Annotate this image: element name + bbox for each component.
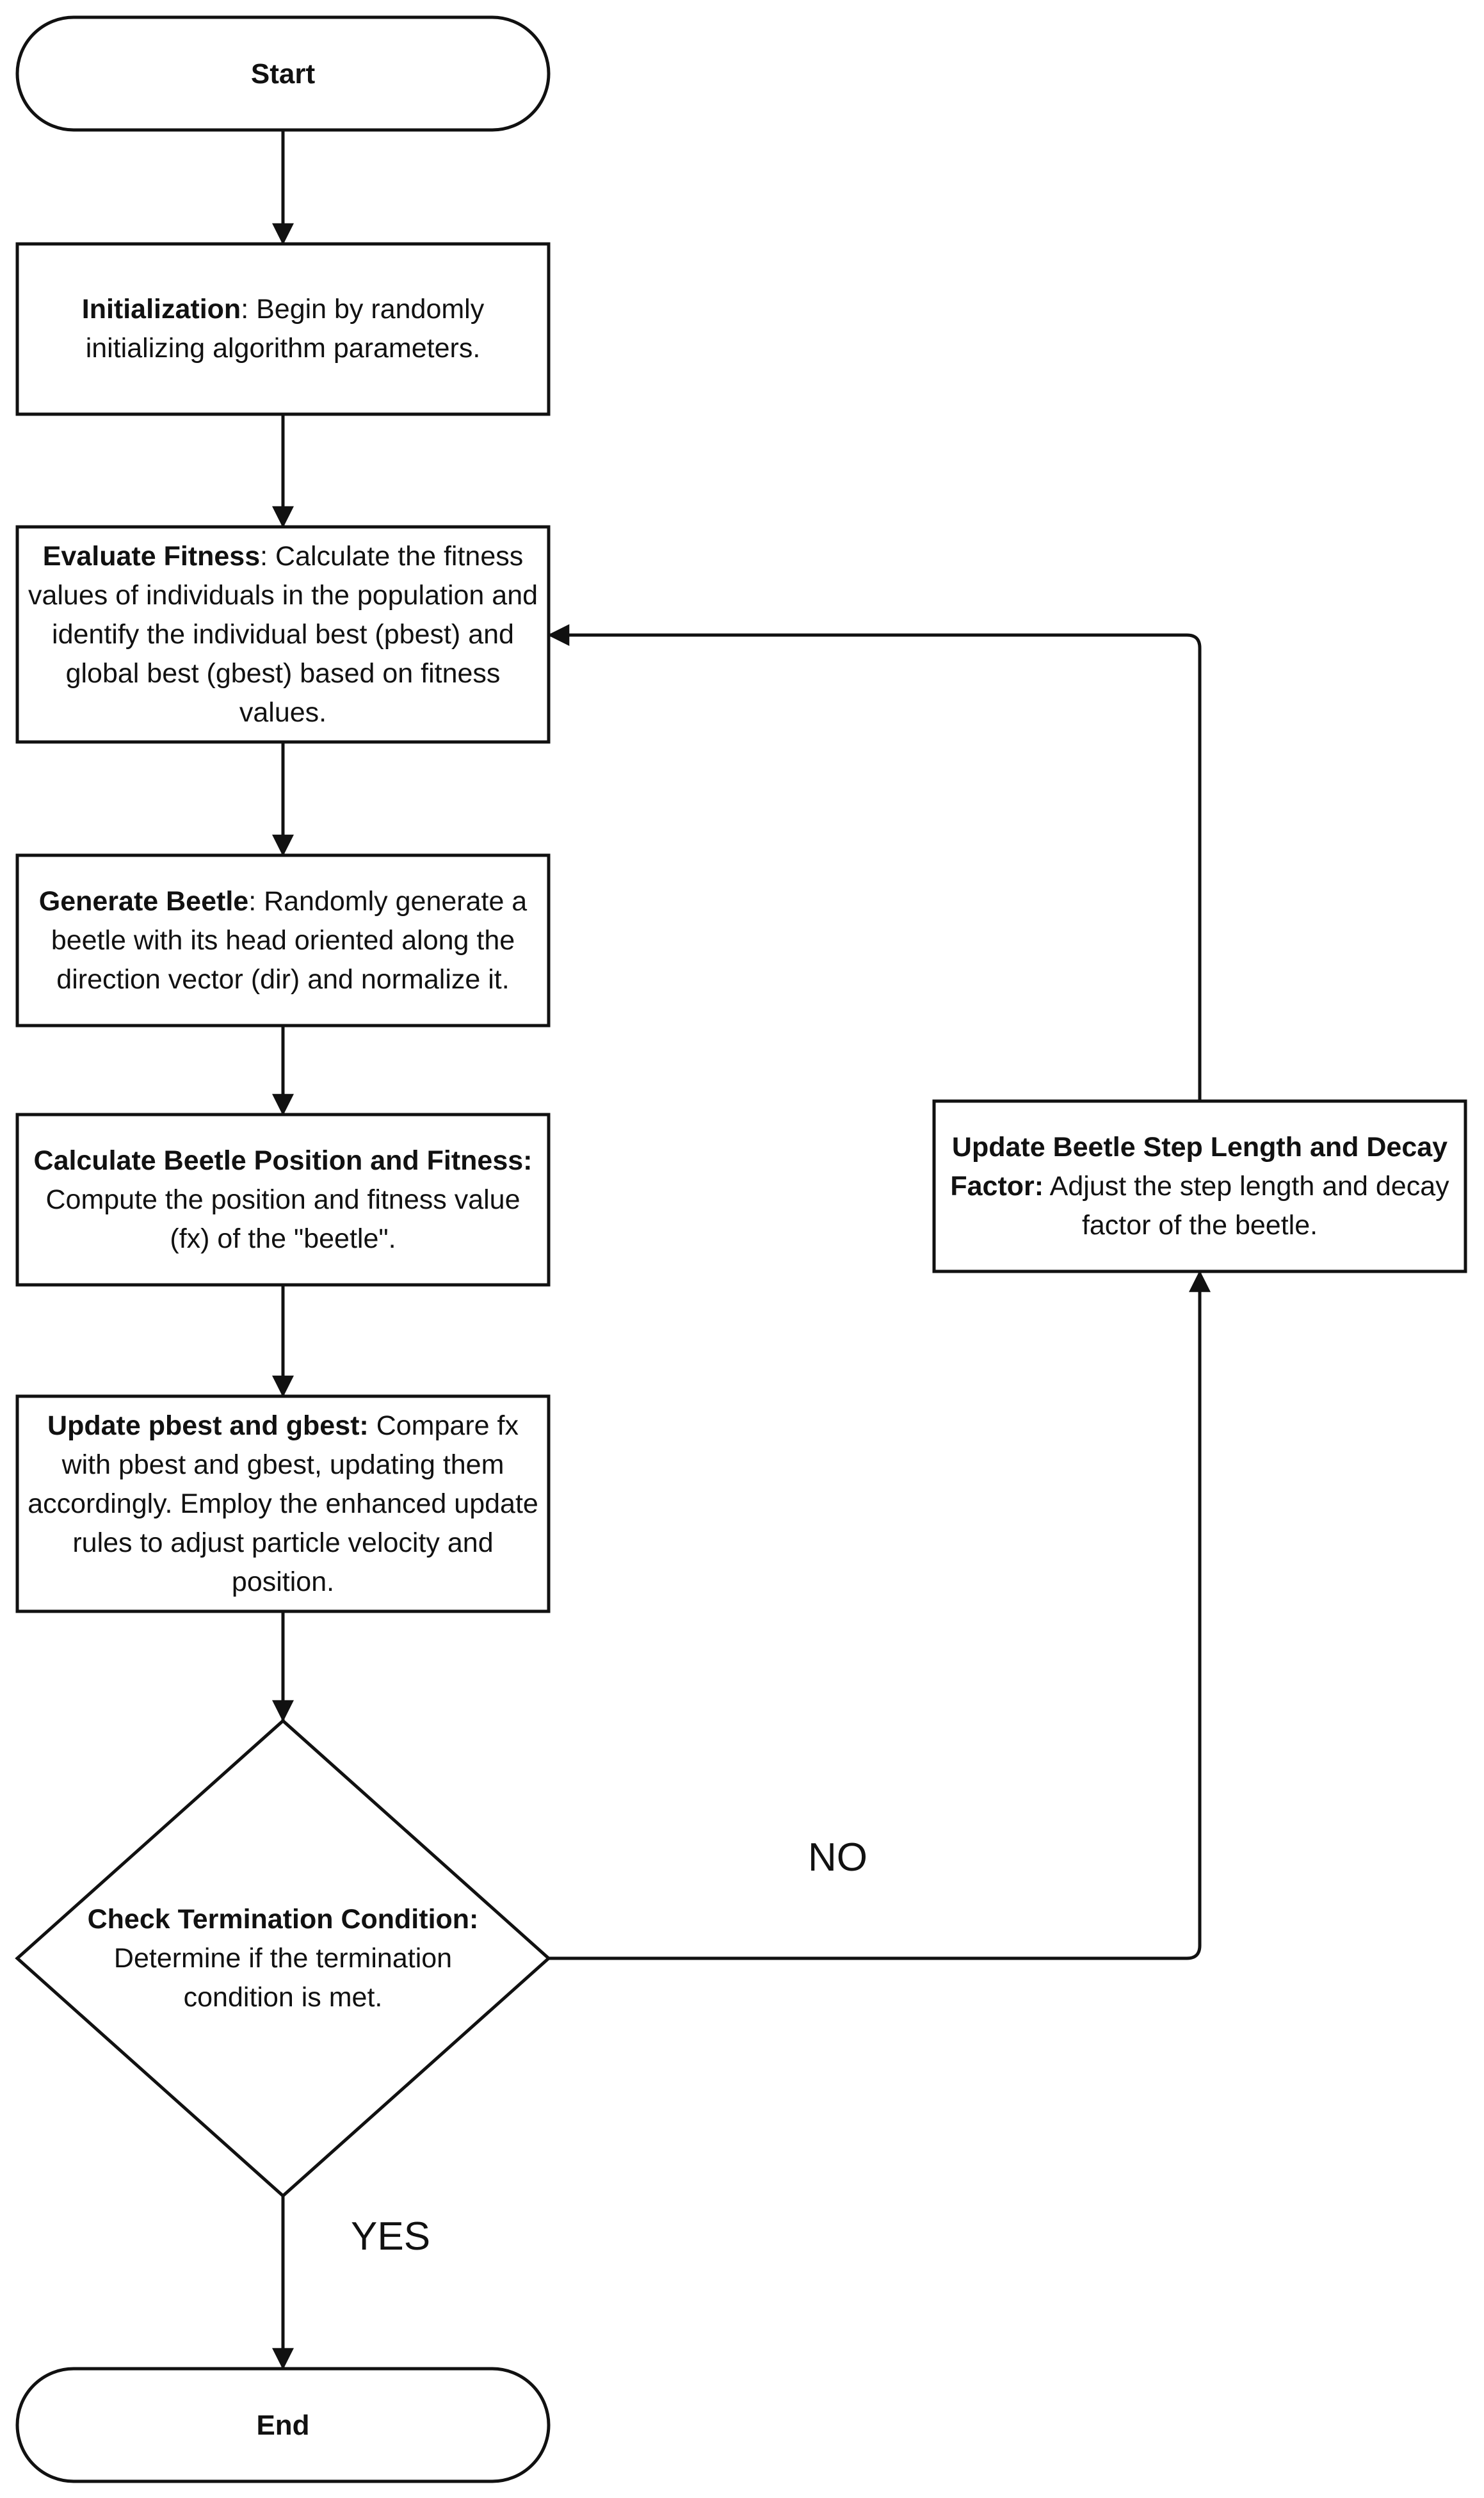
calculate-position-text: Calculate Beetle Position and Fitness: C… — [27, 1141, 539, 1259]
step-length-text: Update Beetle Step Length and Decay Fact… — [944, 1128, 1456, 1245]
start-terminal: Start — [17, 17, 549, 130]
arrow-step-length-to-evaluate — [547, 624, 1202, 1101]
initialization-description: : Begin by randomly initializing algorit… — [85, 294, 485, 364]
end-label: End — [256, 2409, 310, 2441]
initialization-title: Initialization — [81, 294, 241, 325]
no-branch-label: NO — [808, 1835, 867, 1880]
step-length-box — [932, 1099, 1467, 1273]
arrow-decision-to-step-length — [549, 1270, 1211, 1960]
termination-title: Check Termination Condition: — [87, 1903, 479, 1935]
termination-description: Determine if the termination condition i… — [113, 1942, 453, 2013]
end-terminal: End — [17, 2369, 549, 2481]
update-best-text: Update pbest and gbest: Compare fx with … — [27, 1406, 539, 1602]
generate-beetle-step: Generate Beetle: Randomly generate a bee… — [27, 855, 539, 1026]
start-label: Start — [250, 58, 316, 90]
calculate-position-description: Compute the position and fitness value (… — [45, 1184, 520, 1254]
initialization-box — [15, 242, 551, 416]
generate-beetle-box — [15, 853, 551, 1027]
evaluate-fitness-description: : Calculate the fitness values of indivi… — [28, 540, 538, 728]
termination-decision: Check Termination Condition: Determine if… — [72, 1876, 494, 2041]
step-length-step: Update Beetle Step Length and Decay Fact… — [944, 1101, 1456, 1271]
generate-beetle-text: Generate Beetle: Randomly generate a bee… — [27, 882, 539, 999]
update-best-step: Update pbest and gbest: Compare fx with … — [27, 1396, 539, 1611]
generate-beetle-title: Generate Beetle — [38, 885, 249, 917]
calculate-position-title: Calculate Beetle Position and Fitness: — [33, 1145, 533, 1176]
evaluate-fitness-title: Evaluate Fitness — [42, 540, 261, 572]
step-length-description: Adjust the step length and decay factor … — [1044, 1170, 1449, 1241]
step-length-title: Update Beetle Step Length and Decay Fact… — [950, 1131, 1448, 1202]
generate-beetle-description: : Randomly generate a beetle with its he… — [51, 885, 528, 995]
calculate-position-step: Calculate Beetle Position and Fitness: C… — [27, 1115, 539, 1285]
termination-text: Check Termination Condition: Determine if… — [72, 1900, 494, 2017]
initialization-step: Initialization: Begin by randomly initia… — [38, 244, 528, 414]
update-best-title: Update pbest and gbest: — [47, 1410, 369, 1441]
yes-branch-label: YES — [351, 2214, 431, 2259]
evaluate-fitness-step: Evaluate Fitness: Calculate the fitness … — [27, 527, 539, 742]
initialization-text: Initialization: Begin by randomly initia… — [38, 290, 528, 368]
update-best-description: Compare fx with pbest and gbest, updatin… — [28, 1410, 538, 1597]
evaluate-fitness-text: Evaluate Fitness: Calculate the fitness … — [27, 537, 539, 732]
